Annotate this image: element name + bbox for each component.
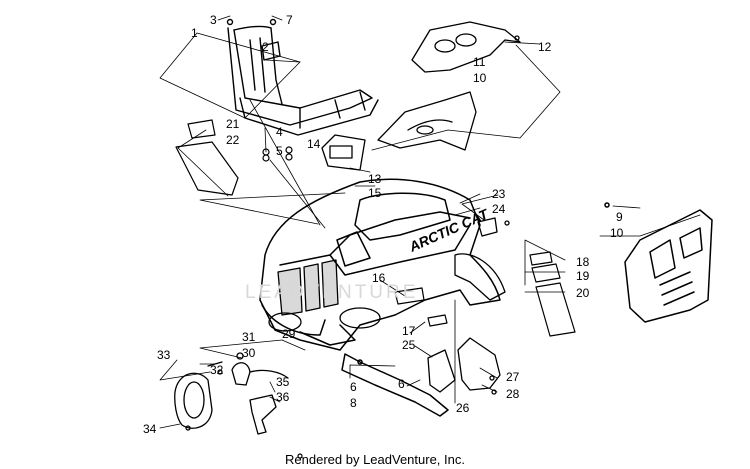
callout-34: 34	[143, 422, 157, 436]
callout-4: 4	[276, 125, 283, 139]
callout-2: 2	[262, 40, 269, 54]
reflector-set	[529, 251, 576, 337]
callout-27: 27	[506, 370, 520, 384]
callout-11: 11	[473, 55, 486, 69]
callout-8: 8	[350, 396, 357, 410]
callout-13: 13	[368, 172, 382, 186]
callout-33: 33	[157, 348, 171, 362]
right-fender	[454, 217, 510, 301]
front-bumper	[341, 353, 449, 417]
rear-rack	[226, 18, 379, 136]
emblems	[394, 287, 448, 327]
hardware	[262, 146, 303, 459]
callout-18: 18	[576, 255, 590, 269]
callout-10a: 10	[473, 71, 487, 85]
callout-9: 9	[616, 210, 623, 224]
callout-30: 30	[242, 346, 256, 360]
side-panel-right	[604, 202, 713, 323]
grille	[277, 259, 339, 316]
callout-1: 1	[191, 26, 198, 40]
splash-guard	[457, 337, 501, 395]
callout-3: 3	[210, 13, 217, 27]
callout-14: 14	[307, 137, 321, 151]
callout-22: 22	[226, 133, 240, 147]
callout-19: 19	[576, 269, 590, 283]
rear-cover	[377, 91, 477, 151]
instrument-pod	[321, 134, 366, 171]
lower-guard	[427, 349, 456, 393]
callout-12: 12	[538, 40, 552, 54]
callout-23: 23	[492, 187, 506, 201]
rear-fender	[411, 21, 521, 73]
callout-15: 15	[368, 186, 382, 200]
callout-32: 32	[210, 363, 224, 377]
callout-35: 35	[276, 375, 290, 389]
headlight-assembly	[174, 352, 289, 435]
front-hood	[259, 178, 501, 351]
callout-26: 26	[456, 401, 470, 415]
callout-28: 28	[506, 387, 520, 401]
callout-31: 31	[242, 330, 256, 344]
callout-6b: 6	[398, 377, 405, 391]
callout-10b: 10	[610, 226, 624, 240]
callout-29: 29	[282, 327, 296, 341]
callout-7: 7	[286, 13, 293, 27]
callout-20: 20	[576, 286, 590, 300]
headlights	[268, 307, 381, 332]
callout-5: 5	[276, 144, 283, 158]
callout-17: 17	[402, 324, 416, 338]
callout-24: 24	[492, 202, 506, 216]
footer-credit: Rendered by LeadVenture, Inc.	[285, 452, 465, 467]
callout-21: 21	[226, 117, 240, 131]
watermark: LEADVENTURE	[245, 282, 419, 303]
callout-25: 25	[402, 338, 416, 352]
callout-16: 16	[372, 271, 386, 285]
callout-36: 36	[276, 390, 290, 404]
side-panel-left	[175, 119, 239, 196]
callout-6a: 6	[350, 380, 357, 394]
